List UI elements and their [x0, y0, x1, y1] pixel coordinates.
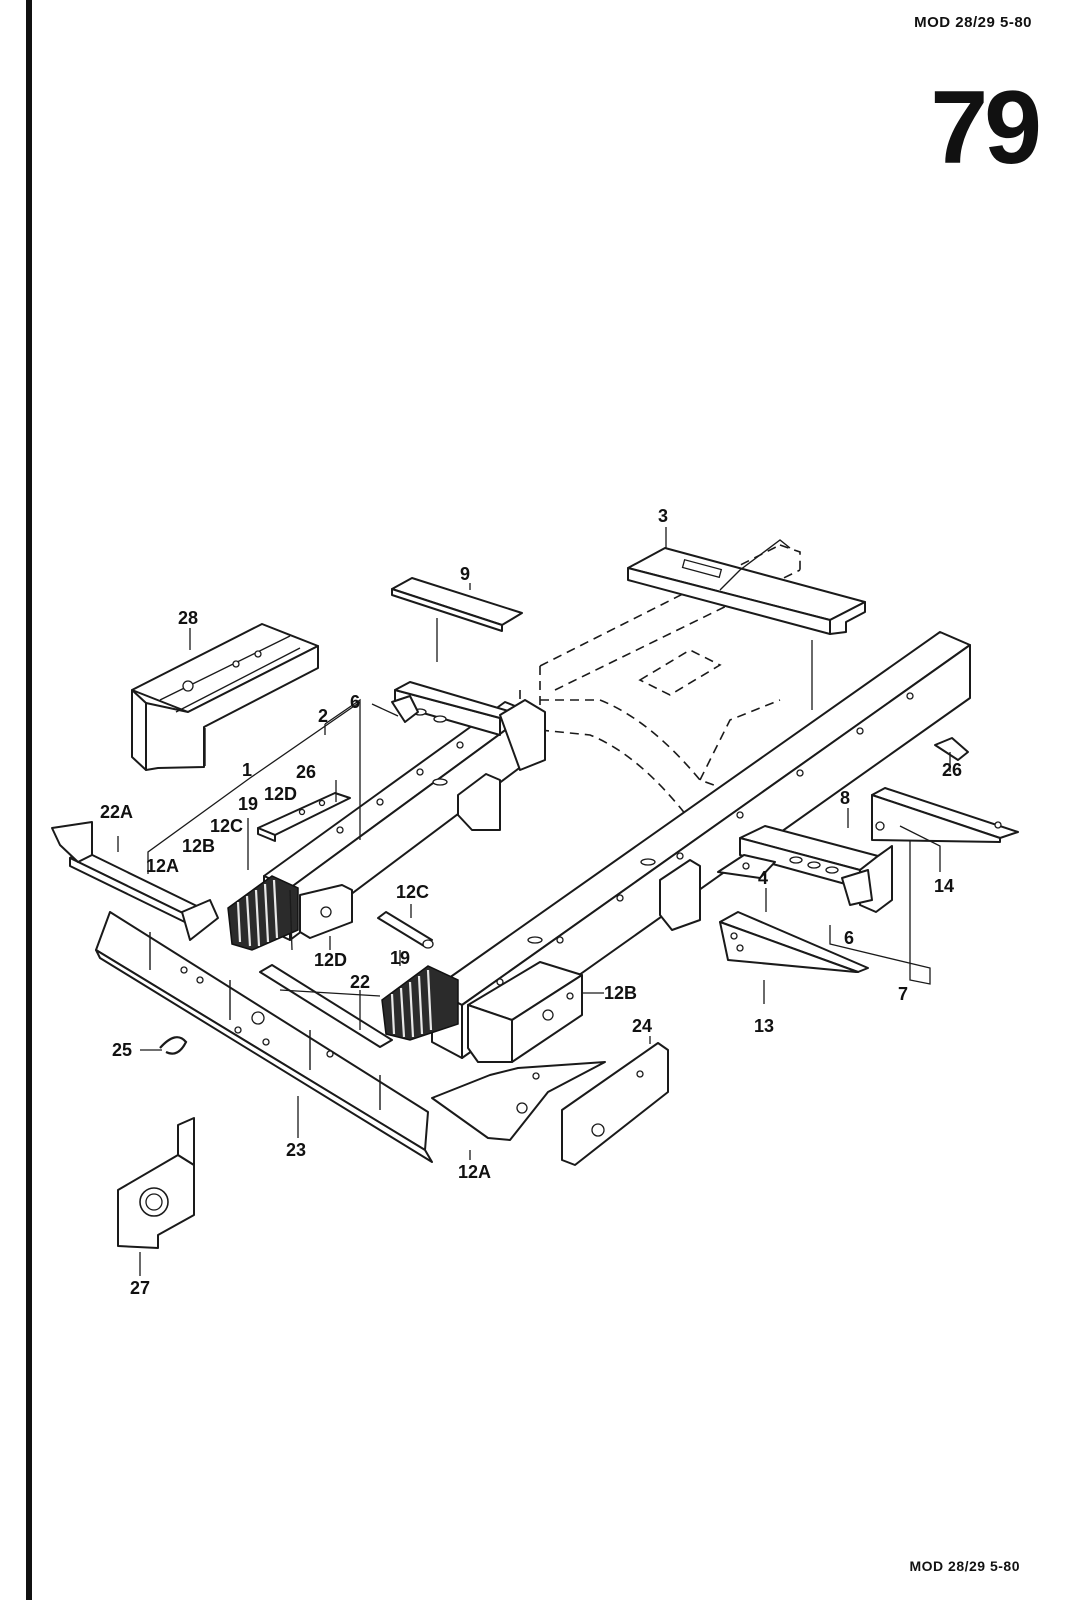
label-9: 9 [460, 564, 470, 584]
label-19-left: 19 [238, 794, 258, 814]
part-labels: 3 9 28 6 2 1 26 12D 19 12C 12B 12A 22A 2… [100, 506, 962, 1298]
part-22A-cross-bar [51, 821, 219, 941]
label-12D-upper: 12D [264, 784, 297, 804]
label-22A: 22A [100, 802, 133, 822]
label-12C-right: 12C [396, 882, 429, 902]
label-13: 13 [754, 1016, 774, 1036]
label-24: 24 [632, 1016, 652, 1036]
part-23-front-crossmember [95, 911, 433, 1163]
label-19-right: 19 [390, 948, 410, 968]
part-12D-left-bracket [299, 884, 353, 939]
part-6-left-bracket [391, 695, 419, 723]
label-22: 22 [350, 972, 370, 992]
label-3: 3 [658, 506, 668, 526]
label-8: 8 [840, 788, 850, 808]
part-19-right-boot [381, 965, 459, 1041]
label-12A-left: 12A [146, 856, 179, 876]
label-4: 4 [758, 868, 768, 888]
part-22-strip [259, 964, 393, 1048]
label-23: 23 [286, 1140, 306, 1160]
part-4-gusset [717, 854, 776, 879]
part-26-right-clip [934, 737, 969, 761]
part-9-bracket [391, 577, 523, 632]
part-12B-bracket-block [467, 961, 583, 1063]
part-25-clip [159, 1036, 188, 1055]
part-26-left-plate [257, 792, 351, 842]
footer-model-ref: MOD 28/29 5-80 [909, 1558, 1020, 1574]
part-28-frame-section [131, 623, 319, 771]
part-27-mounting-plate [117, 1117, 195, 1249]
part-13-bracket [719, 911, 869, 973]
part-12C-pin [377, 911, 434, 949]
label-26-left: 26 [296, 762, 316, 782]
label-26-right: 26 [942, 760, 962, 780]
label-12D-lower: 12D [314, 950, 347, 970]
binding-edge [26, 0, 32, 1600]
label-6-right: 6 [844, 928, 854, 948]
part-24-plate [561, 1042, 669, 1166]
page-number: 79 [930, 70, 1042, 186]
label-1: 1 [242, 760, 252, 780]
part-3-rear-crossmember [627, 539, 866, 635]
part-12A-gusset [431, 1061, 606, 1141]
leader-lines [117, 527, 951, 1276]
part-14-bracket [871, 787, 1019, 843]
label-6-left: 6 [350, 692, 360, 712]
label-27: 27 [130, 1278, 150, 1298]
label-12A-lower: 12A [458, 1162, 491, 1182]
label-12C-left: 12C [210, 816, 243, 836]
part-8-bracket [739, 825, 893, 913]
label-28: 28 [178, 608, 198, 628]
part-19-left-boot [227, 875, 299, 951]
label-12B-left: 12B [182, 836, 215, 856]
label-25: 25 [112, 1040, 132, 1060]
header-model-ref: MOD 28/29 5-80 [914, 14, 1032, 31]
label-2: 2 [318, 706, 328, 726]
label-12B-right: 12B [604, 983, 637, 1003]
label-14: 14 [934, 876, 954, 896]
label-7: 7 [898, 984, 908, 1004]
